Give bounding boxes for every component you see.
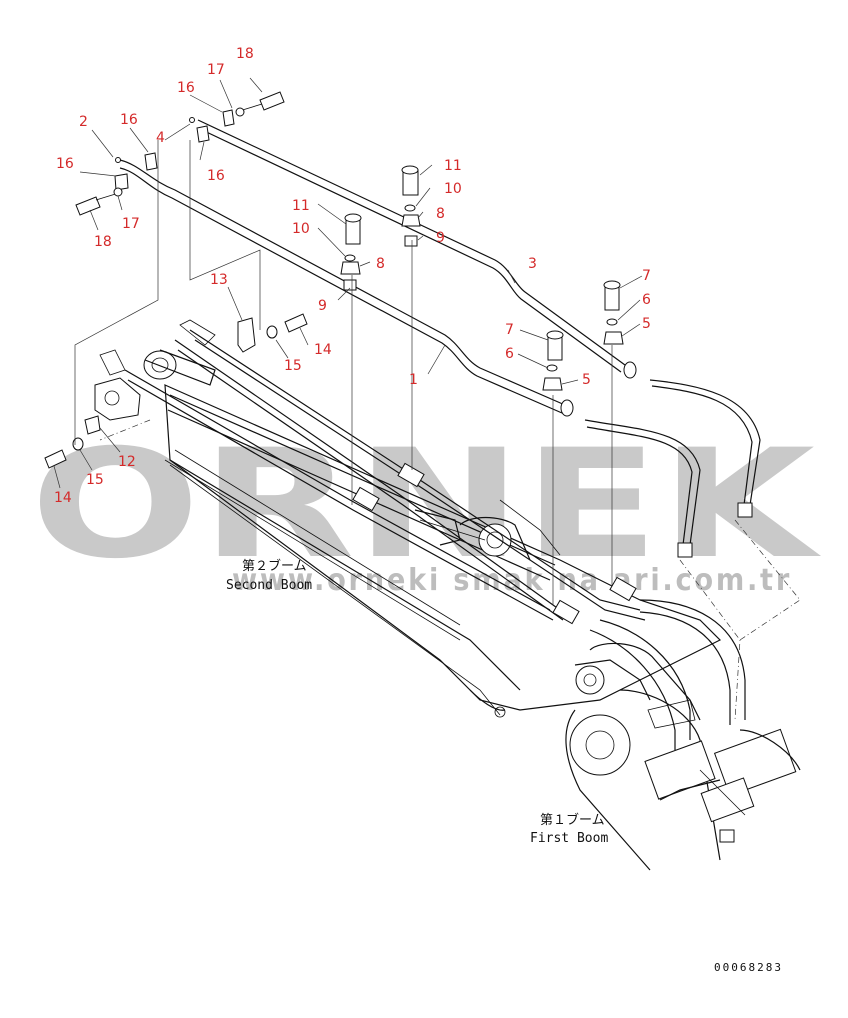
watermark-url: www.orneki smak na ari.com.tr xyxy=(232,563,792,598)
callout-18: 18 xyxy=(94,234,112,250)
callout-16: 16 xyxy=(207,168,225,184)
first-boom-label-en: First Boom xyxy=(530,831,608,846)
watermark: ORNEK www.orneki smak na ari.com.tr xyxy=(30,418,821,598)
callout-14: 14 xyxy=(54,490,72,506)
callout-8: 8 xyxy=(376,256,385,272)
callout-10: 10 xyxy=(444,181,462,197)
second-boom-label-en: Second Boom xyxy=(226,578,312,593)
callout-7: 7 xyxy=(505,322,514,338)
clamp-parts xyxy=(44,91,624,605)
callout-16: 16 xyxy=(56,156,74,172)
callout-3: 3 xyxy=(528,256,537,272)
callout-12: 12 xyxy=(118,454,136,470)
callout-5: 5 xyxy=(582,372,591,388)
watermark-brand: ORNEK xyxy=(30,418,821,592)
callout-8: 8 xyxy=(436,206,445,222)
callout-7: 7 xyxy=(642,268,651,284)
callout-16: 16 xyxy=(120,112,138,128)
second-boom-label-jp: 第２ブーム xyxy=(242,558,307,574)
drawing-number: 00068283 xyxy=(714,961,783,974)
callout-11: 11 xyxy=(444,158,462,174)
callout-18: 18 xyxy=(236,46,254,62)
first-boom-body xyxy=(565,642,801,871)
callout-4: 4 xyxy=(156,130,165,146)
callout-13: 13 xyxy=(210,272,228,288)
callouts: 18 17 16 4 16 2 16 16 17 18 11 10 8 9 11… xyxy=(54,46,651,506)
boom-labels: 第２ブーム Second Boom 第１ブーム First Boom xyxy=(226,558,608,846)
callout-17: 17 xyxy=(207,62,225,78)
callout-leaders xyxy=(53,77,643,489)
callout-10: 10 xyxy=(292,221,310,237)
reference-lines xyxy=(99,419,801,721)
callout-9: 9 xyxy=(318,298,327,314)
callout-6: 6 xyxy=(505,346,514,362)
pipe-1 xyxy=(119,159,701,558)
pipe-3 xyxy=(197,119,761,518)
callout-11: 11 xyxy=(292,198,310,214)
boom-pipes xyxy=(124,329,746,750)
callout-6: 6 xyxy=(642,292,651,308)
callout-17: 17 xyxy=(122,216,140,232)
callout-15: 15 xyxy=(284,358,302,374)
callout-2: 2 xyxy=(79,114,88,130)
callout-1: 1 xyxy=(409,372,418,388)
callout-16: 16 xyxy=(177,80,195,96)
callout-14: 14 xyxy=(314,342,332,358)
callout-15: 15 xyxy=(86,472,104,488)
callout-5: 5 xyxy=(642,316,651,332)
first-boom-label-jp: 第１ブーム xyxy=(540,812,605,828)
callout-9: 9 xyxy=(436,230,445,246)
